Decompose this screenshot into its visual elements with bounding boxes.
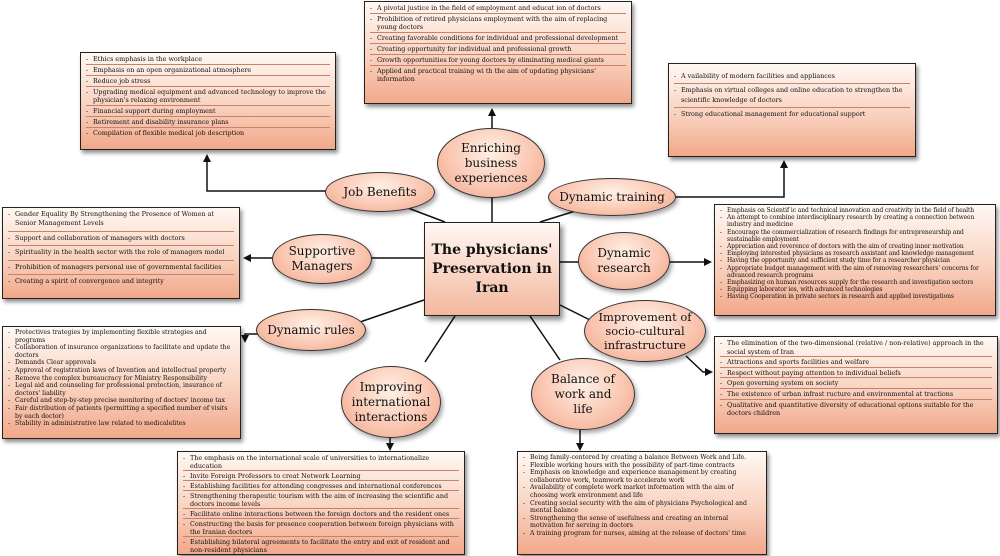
box-dynamic-research: Emphasis on Scientif ic and technical in…	[714, 204, 996, 316]
list-item: Flexible working hours with the possibil…	[523, 462, 761, 470]
list-item: Strong educational management for educat…	[674, 110, 910, 121]
arrow-dynamic-training	[672, 160, 788, 198]
list-item: Appreciation and reverence of doctors wi…	[720, 243, 990, 250]
arrow-dynamic-rules	[241, 333, 258, 343]
list-item: Growth opportunities for young doctors b…	[370, 56, 626, 66]
list-item: Having the opportunity and sufficient st…	[720, 257, 990, 264]
spoke-international	[424, 315, 456, 363]
node-international: Improving international interactions	[341, 366, 441, 438]
list-item: Attractions and sports facilities and we…	[720, 358, 992, 368]
list-item: Invite Foreign Professors to creat Netwo…	[183, 472, 459, 481]
node-supportive-managers: Supportive Managers	[272, 234, 372, 284]
list-item: A vailability of modern facilities and a…	[674, 72, 910, 85]
box-supportive-managers: Gender Equality By Strengthening the Pre…	[2, 207, 240, 299]
node-dynamic-research: Dynamic research	[578, 232, 670, 290]
box-enriching: A pivotal justice in the field of employ…	[364, 1, 632, 104]
list-item: The existence of urban infrast ructure a…	[720, 390, 992, 400]
node-socio-cultural: Improvement of socio-cultural infrastruc…	[584, 300, 706, 362]
box-international: The emphasis on the international scale …	[177, 451, 465, 555]
list-item: Open governing system on society	[720, 379, 992, 389]
box-work-life: Being family-centered by creating a bala…	[517, 451, 767, 555]
list-item: Gender Equality By Strengthening the Pre…	[8, 210, 234, 232]
list-item: Collaboration of insurance organizations…	[8, 344, 235, 359]
spoke-dynamic-rules	[359, 299, 425, 323]
node-job-benefits: Job Benefits	[325, 172, 435, 212]
spoke-socio-cultural	[559, 304, 591, 321]
list-item: Financial support during employment	[86, 107, 330, 117]
node-dynamic-training: Dynamic training	[548, 178, 676, 216]
list-item: Retirement and disability insurance plan…	[86, 118, 330, 128]
list-item: Emphasis on knowledge and experience man…	[523, 469, 761, 484]
list-item: Ethics emphasis in the workplace	[86, 55, 330, 65]
list-item: Fair distribution of patients (permittin…	[8, 405, 235, 420]
list-item: Legal aid and counseling for professiona…	[8, 382, 235, 397]
list-item: Stability in administrative law related …	[8, 420, 235, 428]
list-item: Compilation of flexible medical job desc…	[86, 129, 330, 137]
list-item: Creating opportunity for individual and …	[370, 45, 626, 55]
list-item: A training program for nurses, aiming at…	[523, 530, 761, 538]
list-item: Approval of registration laws of Inventi…	[8, 367, 235, 375]
list-item: Employing interested physicians as resea…	[720, 250, 990, 257]
box-job-benefits: Ethics emphasis in the workplace Emphasi…	[80, 52, 336, 150]
list-item: Establishing facilities for attending co…	[183, 482, 459, 491]
list-item: Equipping laborator ies, with advanced t…	[720, 286, 990, 293]
arrow-job-benefits	[203, 154, 330, 192]
list-item: Emphasizing on human resources supply fo…	[720, 279, 990, 286]
node-enriching: Enriching business experiences	[437, 128, 545, 198]
list-item: Support and collaboration of managers wi…	[8, 234, 234, 247]
list-item: Creating social security with the aim of…	[523, 500, 761, 515]
list-item: Facilitate online interactions between t…	[183, 510, 459, 519]
list-item: The elimination of the two-dimensional (…	[720, 339, 992, 358]
list-item: Constructing the basis for presence coop…	[183, 520, 459, 537]
box-dynamic-rules: Protectives trategies by implementing fl…	[2, 326, 241, 439]
list-item: Emphasis on Scientif ic and technical in…	[720, 207, 990, 214]
list-item: An attempt to combine interdisciplinary …	[720, 214, 990, 228]
center-title: The physicians' Preservation in Iran	[424, 222, 560, 316]
list-item: Protectives trategies by implementing fl…	[8, 329, 235, 344]
list-item: Applied and practical training wi th the…	[370, 67, 626, 83]
node-work-life: Balance of work and life	[531, 358, 635, 430]
list-item: Careful and step-by-step precise monitor…	[8, 397, 235, 405]
node-dynamic-rules: Dynamic rules	[256, 309, 366, 351]
box-dynamic-training: A vailability of modern facilities and a…	[668, 63, 916, 157]
list-item: Establishing bilateral agreements to fac…	[183, 538, 459, 554]
list-item: Creating favorable conditions for indivi…	[370, 34, 626, 44]
box-socio-cultural: The elimination of the two-dimensional (…	[714, 336, 998, 434]
list-item: Encourage the commercialization of resea…	[720, 229, 990, 243]
list-item: Being family-centered by creating a bala…	[523, 454, 761, 462]
list-item: Strengthening therapeutic tourism with t…	[183, 492, 459, 509]
list-item: Respect without paying attention to indi…	[720, 369, 992, 379]
list-item: Creating a spirit of convergence and int…	[8, 277, 234, 288]
list-item: The emphasis on the international scale …	[183, 454, 459, 471]
spoke-work-life	[529, 315, 561, 361]
list-item: Spirituality in the health sector with t…	[8, 248, 234, 261]
list-item: Emphasis on virtual colleges and online …	[674, 86, 910, 109]
arrow-socio-cultural	[685, 355, 713, 376]
list-item: Availability of complete work market inf…	[523, 484, 761, 499]
list-item: Qualitative and quantitative diversity o…	[720, 401, 992, 418]
list-item: Remove the complex bureaucracy for Minis…	[8, 375, 235, 383]
list-item: Prohibition of managers personal use of …	[8, 263, 234, 276]
list-item: Appropriate budget management with the a…	[720, 265, 990, 279]
list-item: Prohibition of retired physicians employ…	[370, 15, 626, 33]
list-item: Upgrading medical equipment and advanced…	[86, 88, 330, 106]
list-item: Reduce job stress	[86, 77, 330, 87]
list-item: Emphasis on an open organizational atmos…	[86, 66, 330, 76]
list-item: Having Cooperation in private sectors in…	[720, 293, 990, 300]
list-item: Demands Clear approvals	[8, 359, 235, 367]
list-item: A pivotal justice in the field of employ…	[370, 4, 626, 14]
list-item: Strengthening the sense of usefulness an…	[523, 515, 761, 530]
